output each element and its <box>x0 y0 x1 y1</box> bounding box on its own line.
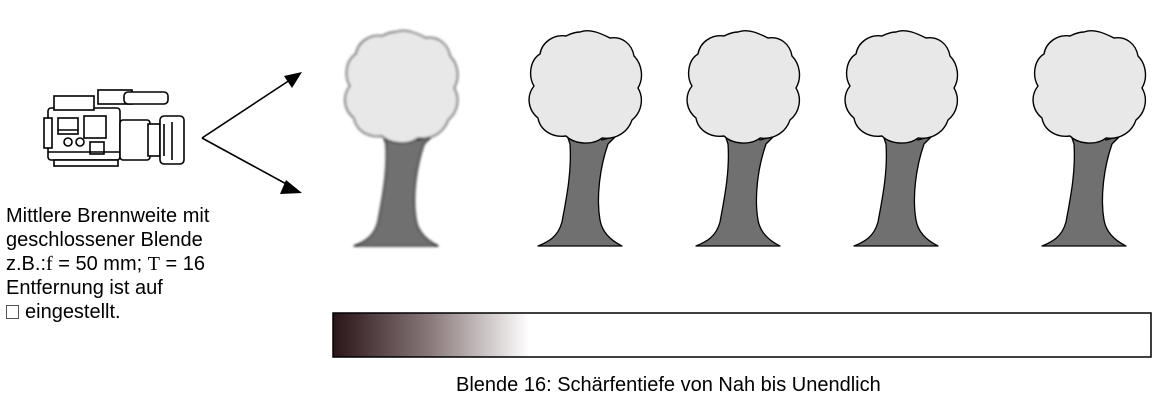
tree-3 <box>686 29 801 247</box>
description-text: Mittlere Brennweite mit geschlossener Bl… <box>6 204 306 324</box>
tree-1 <box>344 29 459 247</box>
distance-gradient-bar <box>332 312 1152 358</box>
arrow-up-icon <box>201 72 302 139</box>
infinity-box-icon <box>6 305 19 319</box>
set-label: eingestellt. <box>25 301 121 323</box>
aperture-value: = 16 <box>159 253 205 275</box>
description-line-4: Entfernung ist auf <box>6 277 163 299</box>
tree-4 <box>844 29 959 247</box>
arrow-down-icon <box>201 137 302 194</box>
example-prefix: z.B.: <box>6 253 47 275</box>
tree-5 <box>1032 29 1147 247</box>
description-line-2: geschlossener Blende <box>6 229 203 251</box>
aperture-symbol: T <box>147 253 160 275</box>
focal-symbol: f <box>46 253 53 275</box>
description-line-5: eingestellt. <box>6 300 306 324</box>
description-line-1: Mittlere Brennweite mit <box>6 205 210 227</box>
description-line-3: z.B.:f = 50 mm; T = 16 <box>6 252 306 276</box>
diagram-caption: Blende 16: Schärfentiefe von Nah bis Une… <box>456 374 881 396</box>
focal-value: = 50 mm; <box>52 253 148 275</box>
video-camera-icon <box>43 89 185 167</box>
tree-2 <box>528 29 643 247</box>
